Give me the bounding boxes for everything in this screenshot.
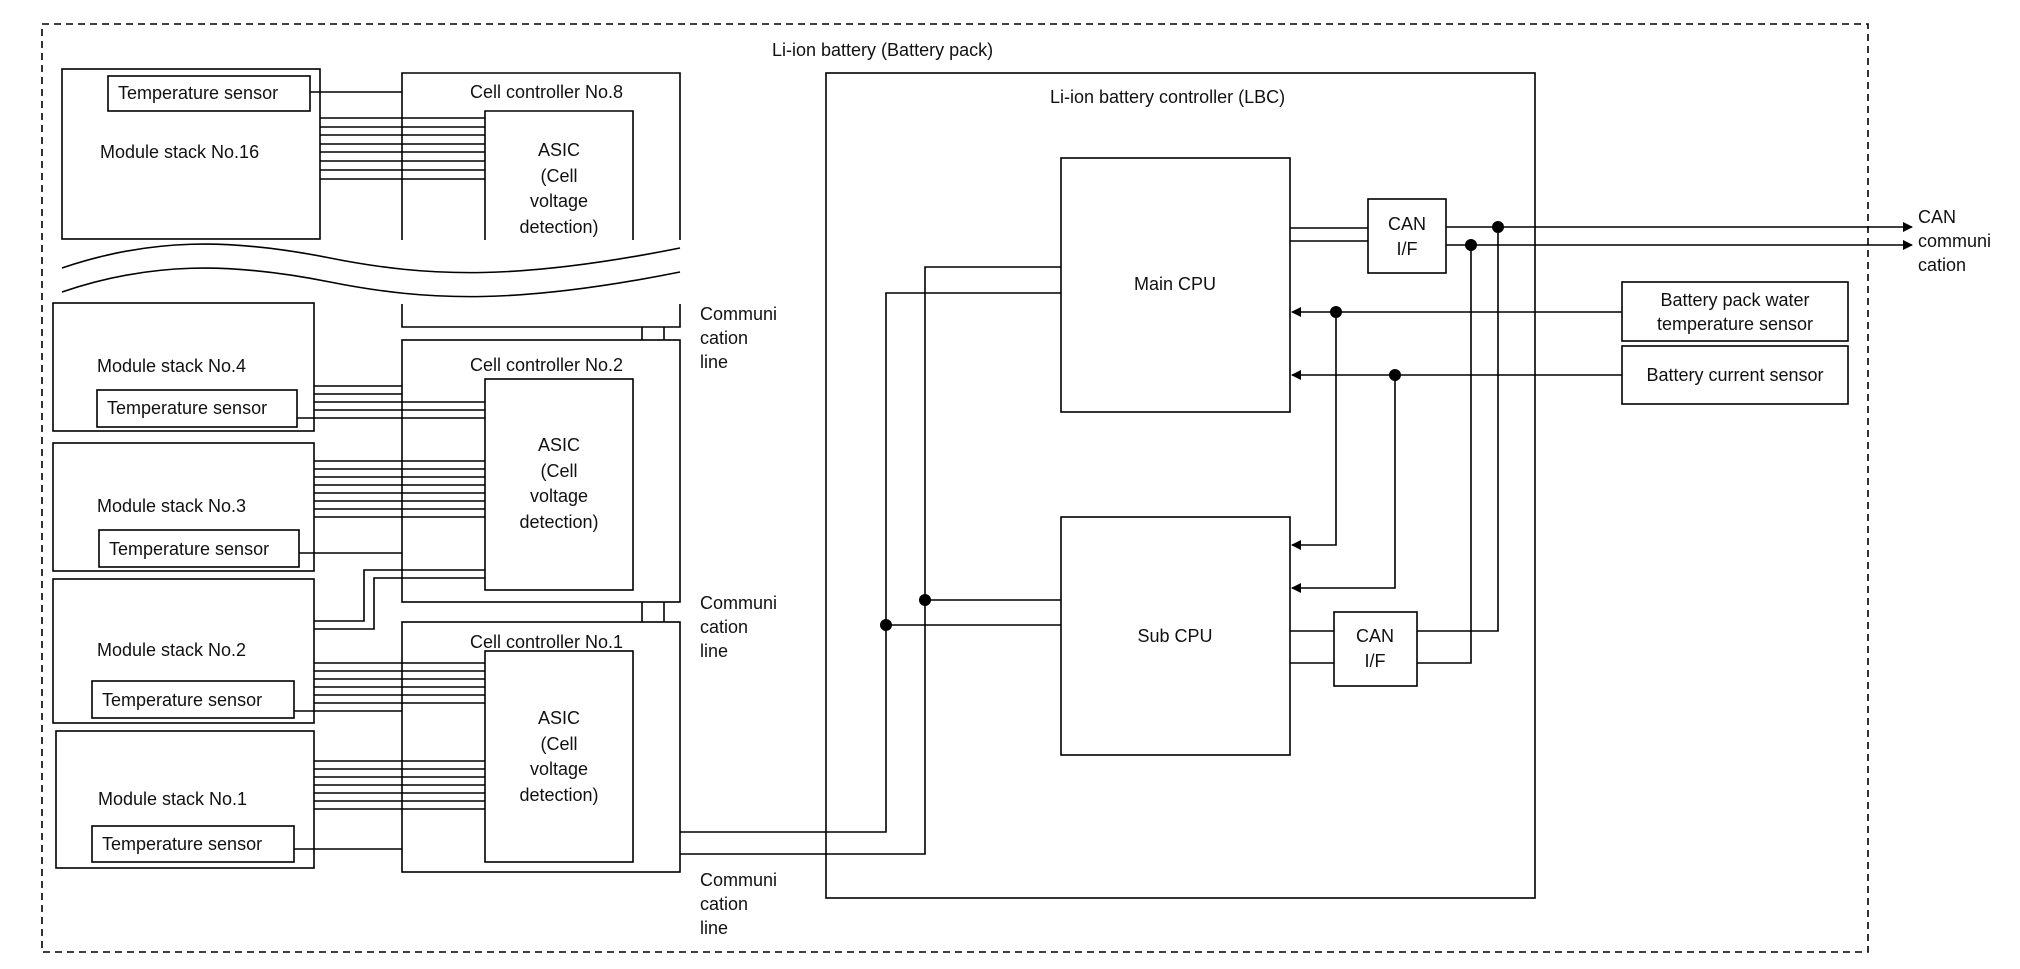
cell-controller-1-label: Cell controller No.1	[470, 632, 623, 652]
asic-8-frame	[484, 110, 634, 240]
water-temp-sensor-line-1: Battery pack water	[1660, 290, 1809, 310]
asic-8-line-3: voltage	[530, 191, 588, 211]
cell-controller-1-box	[401, 621, 681, 873]
temp-sensor-4-box	[96, 389, 298, 428]
can-if-sub-line-1: CAN	[1356, 626, 1394, 646]
asic-2-line-4: detection)	[519, 512, 598, 532]
sub-cpu-box	[1060, 516, 1291, 756]
module-stack-3-box	[52, 442, 315, 572]
water-temp-sensor-line-2: temperature sensor	[1657, 314, 1813, 334]
asic-1-line-4: detection)	[519, 785, 598, 805]
cell-controller-2-box	[401, 339, 681, 603]
asic-1-line-2: (Cell	[540, 734, 577, 754]
temp-sensor-16-label: Temperature sensor	[118, 83, 278, 103]
can-if-main-line-2: I/F	[1397, 239, 1418, 259]
asic-8-line-1: ASIC	[538, 140, 580, 160]
comm-line-3-l3: line	[700, 918, 728, 938]
cell-controller-8-label: Cell controller No.8	[470, 82, 623, 102]
main-cpu-box	[1060, 157, 1291, 413]
battery-pack-boundary	[41, 23, 1869, 953]
comm-line-2-l3: line	[700, 641, 728, 661]
can-if-sub-box	[1333, 611, 1418, 687]
asic-8-line-4: detection)	[519, 217, 598, 237]
sub-cpu-label: Sub CPU	[1137, 626, 1212, 646]
module-stack-1-label: Module stack No.1	[98, 789, 247, 809]
module-stack-4-box	[52, 302, 315, 432]
can-if-main-line-1: CAN	[1388, 214, 1426, 234]
comm-line-1-l3: line	[700, 352, 728, 372]
asic-2-box	[484, 378, 634, 591]
temp-sensor-16-box	[107, 75, 311, 112]
break-line-upper	[61, 243, 681, 274]
can-if-sub-line-2: I/F	[1365, 651, 1386, 671]
cell-controller-2-label: Cell controller No.2	[470, 355, 623, 375]
temp-sensor-2-label: Temperature sensor	[102, 690, 262, 710]
main-cpu-label: Main CPU	[1134, 274, 1216, 294]
comm-line-2-l2: cation	[700, 617, 748, 637]
asic-2-line-1: ASIC	[538, 435, 580, 455]
module-stack-4-label: Module stack No.4	[97, 356, 246, 376]
pack-title: Li-ion battery (Battery pack)	[772, 40, 993, 60]
module-stack-1-box	[55, 730, 315, 869]
temp-sensor-3-box	[98, 529, 300, 568]
current-sensor-label: Battery current sensor	[1646, 365, 1823, 385]
lbc-title: Li-ion battery controller (LBC)	[1050, 87, 1285, 107]
temp-sensor-4-label: Temperature sensor	[107, 398, 267, 418]
module-stack-2-label: Module stack No.2	[97, 640, 246, 660]
asic-2-line-2: (Cell	[540, 461, 577, 481]
asic-8-line-2: (Cell	[540, 166, 577, 186]
comm-line-1-l2: cation	[700, 328, 748, 348]
can-communication-l1: CAN	[1918, 207, 1956, 227]
comm-line-3-l1: Communi	[700, 870, 777, 890]
asic-1-line-3: voltage	[530, 759, 588, 779]
comm-line-2-l1: Communi	[700, 593, 777, 613]
break-line-lower	[61, 267, 681, 298]
asic-1-line-1: ASIC	[538, 708, 580, 728]
temp-sensor-2-box	[91, 680, 295, 719]
module-stack-16-box	[61, 68, 321, 240]
can-if-main-box	[1367, 198, 1447, 274]
cell-controller-8-frame	[401, 72, 681, 240]
can-communication-l3: cation	[1918, 255, 1966, 275]
module-stack-16-label: Module stack No.16	[100, 142, 259, 162]
asic-1-box	[484, 650, 634, 863]
module-stack-2-box	[52, 578, 315, 724]
comm-line-1-l1: Communi	[700, 304, 777, 324]
comm-line-3-l2: cation	[700, 894, 748, 914]
can-communication-l2: communi	[1918, 231, 1991, 251]
temp-sensor-1-box	[91, 825, 295, 863]
temp-sensor-1-label: Temperature sensor	[102, 834, 262, 854]
temp-sensor-3-label: Temperature sensor	[109, 539, 269, 559]
module-stack-3-label: Module stack No.3	[97, 496, 246, 516]
lbc-box	[825, 72, 1536, 899]
asic-2-line-3: voltage	[530, 486, 588, 506]
